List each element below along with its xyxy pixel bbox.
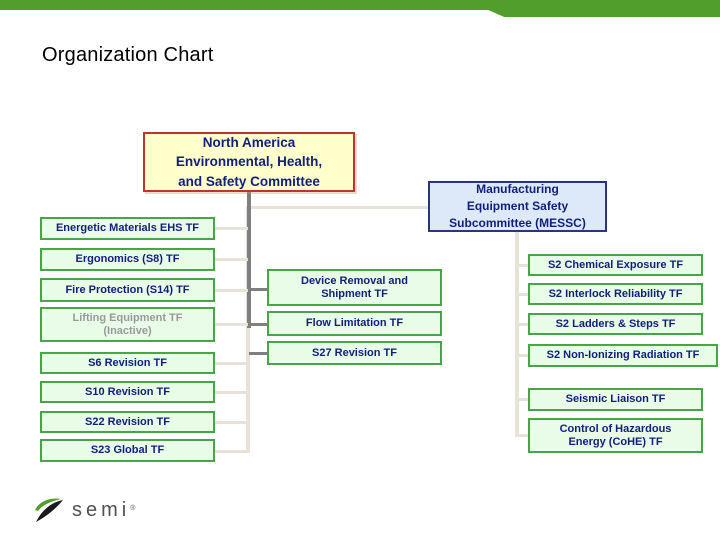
org-box-s2-non-ionizing-radiation-tf: S2 Non-Ionizing Radiation TF [528,344,718,367]
task-force-label: Control of Hazardous Energy (CoHE) TF [559,422,672,448]
task-force-label: Device Removal and Shipment TF [301,274,408,300]
page-title: Organization Chart [42,44,214,66]
connector-stub-lifting [215,323,248,326]
semi-logo-swoosh-icon [35,498,63,522]
semi-logo-text: semi® [72,499,135,522]
org-box-s10-revision-tf: S10 Revision TF [40,381,215,403]
connector-stub-seismic [515,398,528,401]
org-box-s6-revision-tf: S6 Revision TF [40,352,215,374]
connector-left-trunk [246,206,250,453]
connector-root-trunk [247,192,251,328]
connector-stub-ladders [515,323,528,326]
connector-stub-device-removal [249,288,267,291]
connector-stub-s10 [215,391,248,394]
connector-stub-s22 [215,421,248,424]
task-force-label: S10 Revision TF [85,385,170,398]
org-box-line: Equipment Safety [466,199,569,214]
org-box-messc-subcommittee: Manufacturing Equipment Safety Subcommit… [428,181,607,232]
task-force-label: S2 Non-Ionizing Radiation TF [546,349,700,362]
org-box-flow-limitation-tf: Flow Limitation TF [267,311,442,336]
org-box-line: Environmental, Health, [175,154,323,170]
org-box-lifting-equipment-tf: Lifting Equipment TF (Inactive) [40,307,215,342]
semi-logo: semi® [33,494,135,526]
connector-subcommittee-trunk [515,232,519,437]
connector-root-to-subcommittee [246,206,430,209]
connector-stub-interlock [515,293,528,296]
connector-stub-cohe [515,434,528,437]
org-box-seismic-liaison-tf: Seismic Liaison TF [528,388,703,411]
task-force-label: S23 Global TF [90,444,165,457]
task-force-label: S2 Chemical Exposure TF [547,258,684,271]
header-bar [0,0,720,10]
task-force-label: Ergonomics (S8) TF [75,253,180,266]
connector-stub-non-ionizing [515,354,528,357]
task-force-label: S6 Revision TF [88,356,167,369]
org-box-north-america-ehs-committee: North America Environmental, Health, and… [143,132,355,192]
org-box-s2-chemical-exposure-tf: S2 Chemical Exposure TF [528,254,703,276]
task-force-label: S22 Revision TF [85,415,170,428]
semi-logo-trademark: ® [130,504,136,512]
org-box-s2-interlock-reliability-tf: S2 Interlock Reliability TF [528,283,703,305]
org-box-line: Manufacturing [476,182,559,197]
connector-stub-ergonomics [215,258,248,261]
connector-stub-s6 [215,362,248,365]
org-box-device-removal-tf: Device Removal and Shipment TF [267,269,442,306]
header-bar-right-notch [488,0,720,17]
connector-stub-energetic [215,227,248,230]
org-box-energetic-materials-tf: Energetic Materials EHS TF [40,217,215,240]
org-box-line: North America [202,134,296,150]
connector-stub-chemical [515,264,528,267]
org-box-s27-revision-tf: S27 Revision TF [267,341,442,365]
task-force-label: S2 Ladders & Steps TF [555,317,676,330]
task-force-label: Fire Protection (S14) TF [65,283,190,296]
org-box-cohe-tf: Control of Hazardous Energy (CoHE) TF [528,418,703,453]
task-force-label: Energetic Materials EHS TF [55,222,200,235]
connector-stub-s27 [249,352,267,355]
org-box-s2-ladders-steps-tf: S2 Ladders & Steps TF [528,313,703,335]
org-box-fire-protection-tf: Fire Protection (S14) TF [40,278,215,302]
task-force-label: Seismic Liaison TF [565,393,666,406]
semi-logo-wordmark: semi [72,498,131,521]
connector-stub-flow-limitation [249,323,267,326]
org-box-line: Subcommittee (MESSC) [449,215,586,230]
org-box-ergonomics-tf: Ergonomics (S8) TF [40,248,215,271]
task-force-label: S2 Interlock Reliability TF [548,287,683,300]
org-box-s23-global-tf: S23 Global TF [40,439,215,462]
org-box-s22-revision-tf: S22 Revision TF [40,411,215,433]
connector-stub-fire-protection [215,289,248,292]
task-force-label: Flow Limitation TF [305,317,404,330]
org-box-line: and Safety Committee [178,173,320,189]
task-force-label: Lifting Equipment TF (Inactive) [72,311,183,337]
task-force-label: S27 Revision TF [312,346,397,359]
connector-stub-s23 [215,450,248,453]
